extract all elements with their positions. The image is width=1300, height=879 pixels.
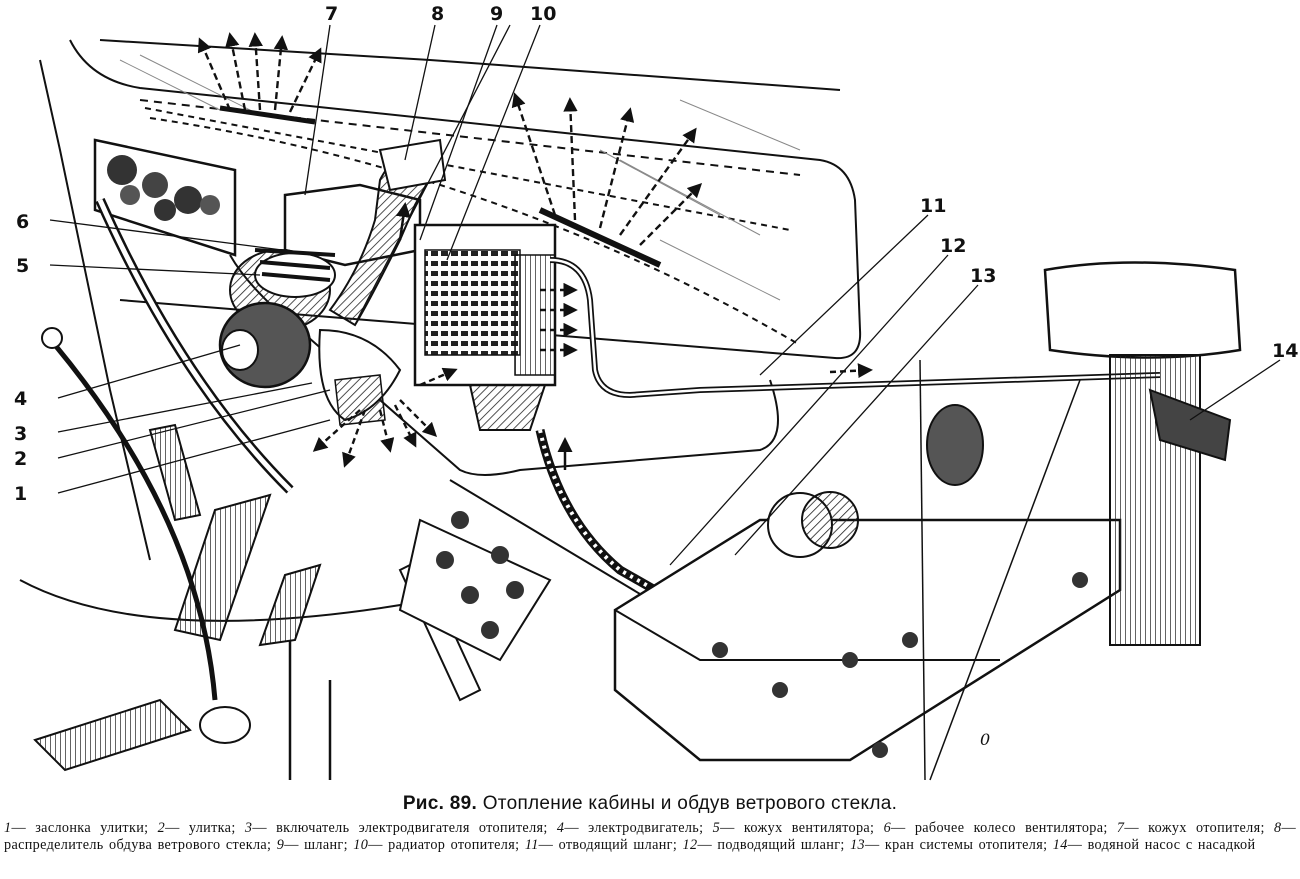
callout-5: 5: [16, 255, 29, 277]
legend-text: — шланг;: [284, 837, 348, 853]
legend-text: — водяной насос с насадкой: [1067, 837, 1256, 853]
legend-num: 6: [883, 820, 892, 836]
legend-num: 9: [276, 837, 285, 853]
legend-text: — кожух отопителя;: [1124, 820, 1265, 836]
water-hoses: [535, 257, 1161, 614]
legend-num: 7: [1116, 820, 1125, 836]
callout-2: 2: [14, 448, 27, 470]
water-pump: [1148, 388, 1232, 462]
pedals-and-levers: [33, 197, 552, 780]
defroster-nozzle: [538, 207, 662, 268]
legend-text: — электродвигатель;: [564, 820, 704, 836]
callout-1: 1: [14, 483, 27, 505]
legend-num: 5: [712, 820, 721, 836]
caption-prefix: Рис. 89.: [402, 793, 478, 814]
legend-num: 12: [682, 837, 698, 853]
callout-13: 13: [970, 265, 996, 287]
legend-num: 4: [556, 820, 565, 836]
heater-diagram: 1 2 3 4 5 6 7 8 9 10 11 12 13 14 0: [14, 3, 1298, 781]
figure-legend: 1— заслонка улитки; 2— улитка; 3— включа…: [4, 820, 1296, 854]
defroster-nozzle-left: [219, 105, 316, 125]
legend-text: — включатель электродвигателя отопителя;: [252, 820, 548, 836]
caption-title: Отопление кабины и обдув ветрового стекл…: [482, 793, 898, 814]
instrument-panel: [93, 138, 237, 257]
defroster-hose: [328, 138, 447, 327]
callout-8: 8: [431, 3, 444, 25]
legend-text: — подводящий шланг;: [697, 837, 845, 853]
callout-numbers: 1 2 3 4 5 6 7 8 9 10 11 12 13 14: [14, 3, 1298, 505]
legend-num: 1: [4, 820, 12, 836]
figure-caption: Рис. 89. Отопление кабины и обдув ветров…: [0, 793, 1300, 815]
legend-num: 13: [850, 837, 865, 853]
legend-text: — кожух вентилятора;: [720, 820, 875, 836]
legend-text: — заслонка улитки;: [11, 820, 149, 836]
leader-lines: [49, 24, 1281, 566]
legend-num: 11: [524, 837, 539, 853]
legend-num: 2: [157, 820, 166, 836]
legend-num: 14: [1052, 837, 1068, 853]
callout-4: 4: [14, 388, 27, 410]
legend-text: — распределитель обдува ветрового стекла…: [4, 820, 1297, 853]
callout-11: 11: [920, 195, 946, 217]
legend-text: — рабочее колесо вентилятора;: [891, 820, 1108, 836]
legend-num: 8: [1274, 820, 1282, 836]
legend-text: — кран системы отопителя;: [864, 837, 1048, 853]
callout-10: 10: [530, 3, 556, 25]
callout-3: 3: [14, 423, 27, 445]
callout-14: 14: [1272, 340, 1298, 362]
air-filter: [1043, 261, 1242, 359]
legend-text: — отводящий шланг;: [538, 837, 678, 853]
svg-text:0: 0: [980, 730, 990, 749]
legend-num: 3: [244, 820, 253, 836]
legend-num: 10: [353, 837, 369, 853]
callout-9: 9: [490, 3, 503, 25]
fan-assembly: [218, 248, 402, 426]
engine: [613, 261, 1242, 781]
heater-radiator: [424, 249, 521, 356]
defrost-arrows: [197, 32, 703, 246]
airflow-arrows: [312, 282, 578, 468]
callout-6: 6: [16, 211, 29, 233]
legend-text: — радиатор отопителя;: [368, 837, 520, 853]
callout-12: 12: [940, 235, 966, 257]
callout-7: 7: [325, 3, 338, 25]
legend-text: — улитка;: [165, 820, 236, 836]
